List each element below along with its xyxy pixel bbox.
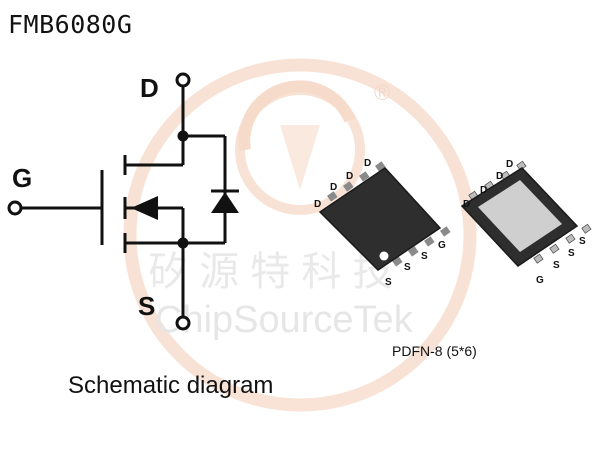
watermark-logo: ® 矽 源 特 科 技 ChipSourceTek — [123, 58, 477, 412]
body-diode-triangle — [211, 192, 239, 213]
bottom-view-pin-label-source-1: S — [553, 260, 560, 271]
bottom-view-pin — [549, 243, 560, 254]
top-view-pins-bottom — [392, 226, 451, 267]
top-view-pin-label-source-2: S — [404, 262, 411, 273]
drain-terminal — [175, 72, 191, 88]
part-number-title: FMB6080G — [8, 10, 133, 39]
package-top-view: D D D D S S S G — [314, 158, 451, 288]
mosfet-schematic — [7, 72, 239, 331]
exposed-pad — [478, 180, 562, 252]
top-view-pin — [392, 256, 403, 267]
body-arrow — [131, 196, 158, 220]
watermark-registered-mark: ® — [374, 80, 390, 105]
bottom-view-pin-label-drain-3: D — [496, 171, 503, 182]
junction-dot-source — [177, 237, 189, 249]
bottom-view-pin-label-source-2: S — [568, 248, 575, 259]
bottom-view-pin — [581, 223, 592, 234]
top-view-pin — [408, 246, 419, 257]
bottom-view-pin — [533, 253, 544, 264]
top-view-pin-label-drain-4: D — [364, 158, 371, 169]
gate-terminal — [7, 200, 23, 216]
top-view-pin — [359, 171, 370, 182]
top-view-pin-label-source-1: S — [385, 277, 392, 288]
top-view-pin — [440, 226, 451, 237]
top-view-pin-label-drain-2: D — [330, 182, 337, 193]
source-terminal — [175, 315, 191, 331]
bottom-view-pins-bottom — [533, 223, 592, 264]
schematic-caption: Schematic diagram — [68, 372, 274, 399]
top-view-pin — [375, 161, 386, 172]
source-label: S — [138, 291, 155, 321]
junction-dot-drain — [177, 130, 189, 142]
watermark-chevron — [280, 125, 320, 190]
bottom-view-pin — [565, 233, 576, 244]
top-view-pin-label-drain-1: D — [314, 199, 321, 210]
watermark-chinese-text: 矽 源 特 科 技 — [148, 250, 392, 294]
bottom-view-pin-label-drain-2: D — [480, 185, 487, 196]
top-view-body — [318, 167, 442, 271]
pin1-marker — [379, 251, 389, 261]
watermark-brand-text: ChipSourceTek — [155, 299, 414, 341]
top-view-pin-label-drain-3: D — [346, 171, 353, 182]
package-bottom-view: D D D D G S S S — [460, 159, 592, 286]
bottom-view-pin-label-source-3: S — [579, 236, 586, 247]
drain-label: D — [140, 73, 159, 103]
top-view-pin — [424, 236, 435, 247]
gate-label: G — [12, 163, 32, 193]
bottom-view-pin-label-drain-1: D — [463, 199, 470, 210]
bottom-view-pin-label-drain-4: D — [506, 159, 513, 170]
package-label: PDFN-8 (5*6) — [392, 343, 477, 359]
watermark-outer-ring — [123, 58, 477, 412]
top-view-pin — [327, 191, 338, 202]
top-view-pin-label-source-3: S — [421, 251, 428, 262]
watermark-arc — [238, 80, 356, 151]
top-view-pins-top — [327, 161, 386, 202]
top-view-pin — [343, 181, 354, 192]
top-view-pin-label-gate: G — [438, 240, 446, 251]
bottom-view-pin-label-gate: G — [536, 275, 544, 286]
